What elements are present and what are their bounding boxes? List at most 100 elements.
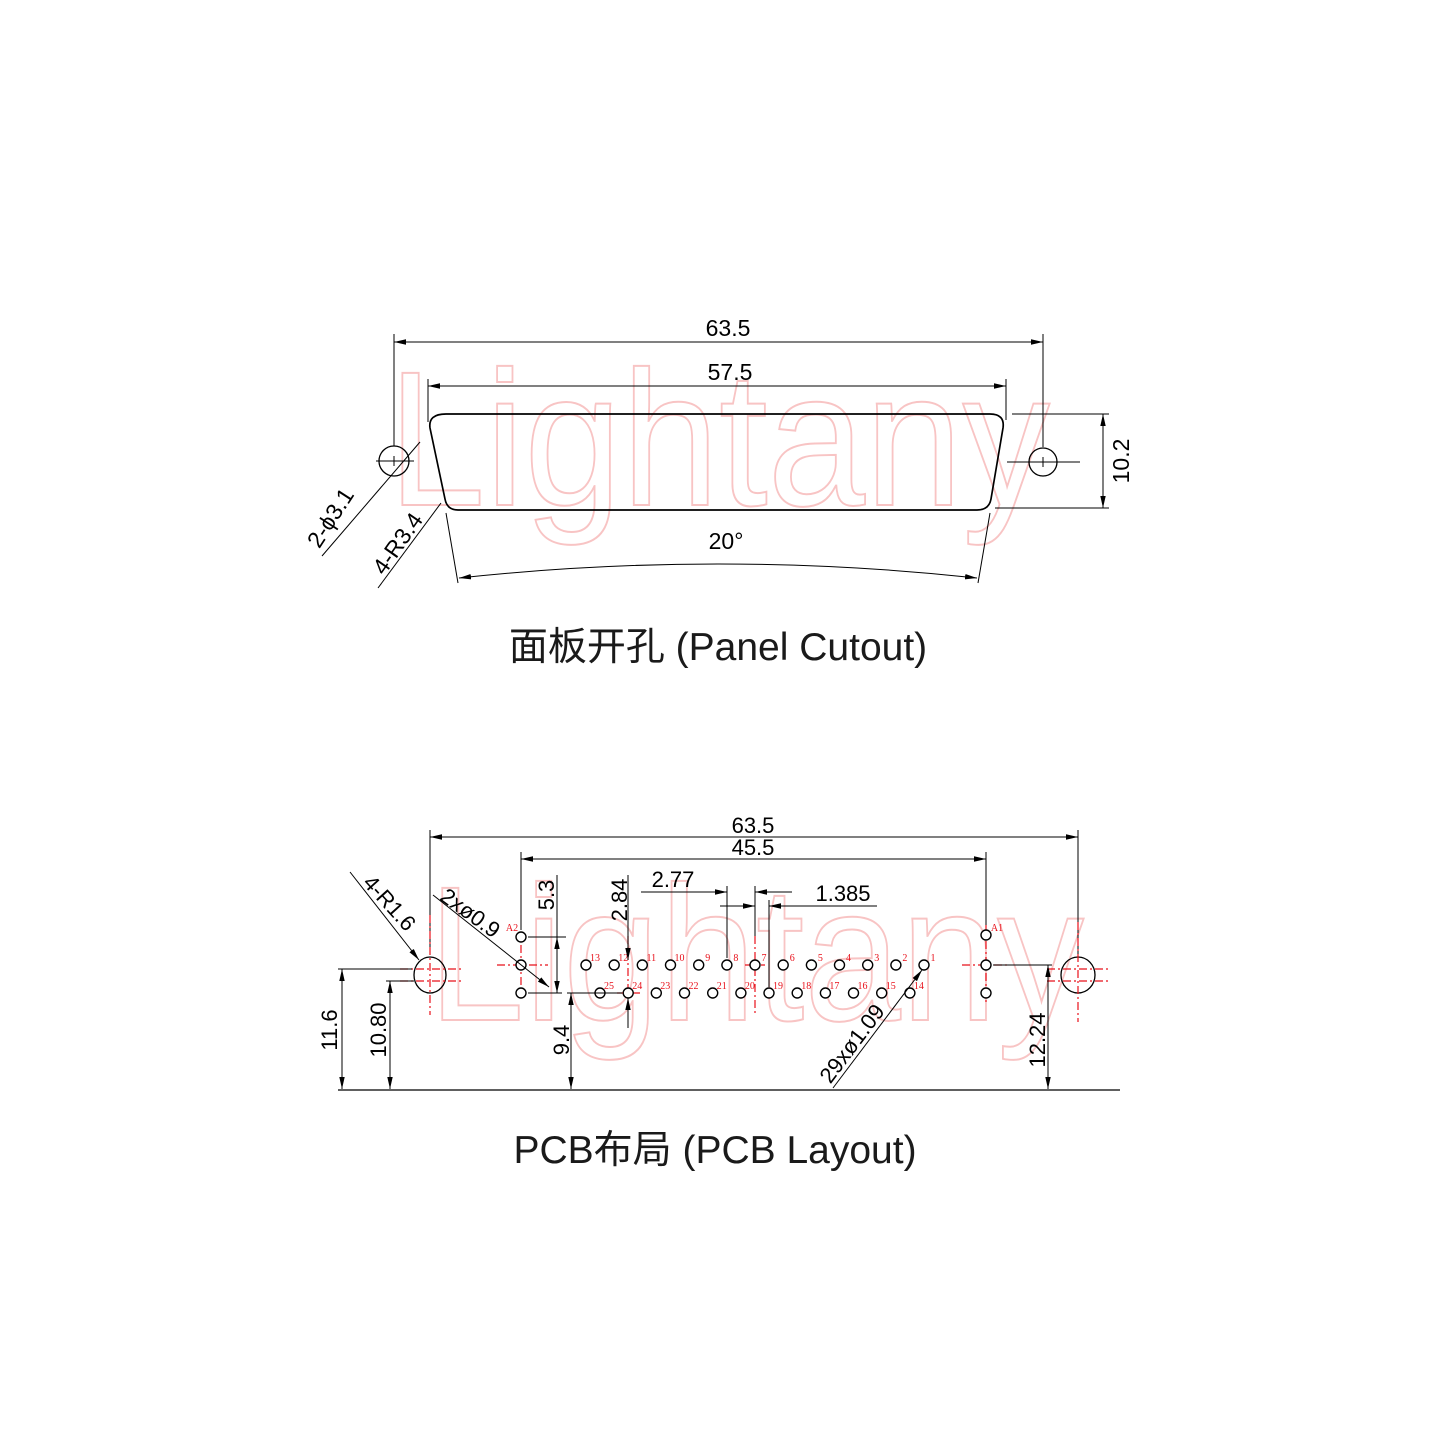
coax-hole-top [980,929,992,941]
mounting-hole-right [1007,447,1080,477]
pin-label: 25 [604,981,614,992]
pcb-caption: PCB布局 (PCB Layout) [513,1129,916,1172]
mounting-hole-left [400,915,461,1015]
pin-hole [763,987,775,999]
pin-hole [791,987,803,999]
panel-dim-cutout-width: 57.5 [427,359,1007,422]
leader-label: 2-ϕ3.1 [302,483,359,552]
pin-label: 15 [886,981,896,992]
pcb-dim-coax-hole-spacing: 5.3 [528,875,566,994]
panel-dim-overall-width: 63.5 [393,315,1044,447]
pin-label: 9 [705,953,710,964]
pin-hole [721,959,733,971]
pin-label: 23 [660,981,670,992]
pin-label: 6 [790,953,795,964]
coax-holes-right: A1 [962,923,1010,1005]
coax-hole-bottom [980,987,992,999]
dimension-label: 12.24 [1025,1012,1050,1067]
pin-label: 1 [931,953,936,964]
pin-label: 19 [773,981,783,992]
hole-outline [413,956,447,994]
extension-line-left [445,512,459,584]
dimension-label: 9.4 [549,1025,574,1056]
dimension-label: 2.84 [607,879,632,922]
panel-dim-side-angle: 20° [445,512,991,584]
dimension-label: 11.6 [317,1009,342,1050]
panel-dim-cutout-height: 10.2 [995,413,1134,509]
pin-hole [707,987,719,999]
pcb-leader-mount-radius: 4-R1.6 [349,870,421,961]
pin-label: 16 [858,981,868,992]
pin-label: 11 [646,953,656,964]
pin-label: 3 [874,953,879,964]
pin-hole [678,987,691,999]
pin-label: 8 [733,953,738,964]
pin-hole [749,959,761,971]
pin-hole [777,959,789,971]
pin-label: 18 [801,981,811,992]
mounting-hole-left [376,445,414,477]
pcb-dim-mount-height-lower: 10.80 [366,980,414,1089]
angle-arc [458,563,978,580]
pin-label: 4 [846,953,851,964]
pin-hole [580,959,592,971]
coax-hole-center [980,959,992,971]
dimension-label: 63.5 [706,315,751,341]
leader-line [377,502,442,589]
pin-label: 22 [689,981,699,992]
pin-label: 7 [762,953,767,964]
pin-hole [918,959,930,971]
coax-hole-top [515,931,527,943]
dimension-label: 1.385 [815,881,870,906]
pcb-dim-coax-height: 12.24 [993,964,1052,1089]
pin-hole [693,959,705,971]
dimension-label: 10.2 [1108,439,1134,484]
mounting-hole-right [1047,922,1110,1022]
dimension-label: 2.77 [652,867,695,892]
pin-hole [890,959,902,971]
dimension-label: 5.3 [534,880,559,911]
coax-hole-bottom [515,987,527,999]
leader-line [321,441,421,557]
pin-hole [664,959,677,971]
dimension-label: 45.5 [732,835,775,860]
leader-line [349,871,420,961]
leader-label: 4-R1.6 [358,870,421,936]
pin-hole [805,959,818,971]
pcb-dim-mount-height-upper: 11.6 [317,968,412,1089]
pin-label: 2 [902,953,907,964]
dimension-label: 20° [709,528,744,554]
pcb-dim-row-offset: 1.385 [720,881,877,987]
pin-hole [608,959,620,971]
pin-label: 21 [717,981,727,992]
panel-cutout-section: 63.5 57.5 10.2 2-ϕ3.1 [302,315,1134,669]
pcb-dim-pin-pitch: 2.77 [641,867,792,958]
pin-hole [636,959,648,971]
pin-label: 14 [914,981,924,992]
leader-line [432,894,550,988]
leader-line [832,969,923,1089]
pin-hole [876,987,888,999]
dimension-label: 10.80 [366,1002,391,1057]
pin-label: 12 [618,953,628,964]
pcb-dim-coax-span: 45.5 [520,835,987,930]
pin-hole [833,959,846,971]
dimension-label: 57.5 [708,359,753,385]
coax-label: A2 [506,923,518,934]
pin-label: 13 [590,953,600,964]
pin-hole [819,987,832,999]
pin-label: 20 [745,981,755,992]
watermark-bottom: Lightany [428,846,1084,1061]
pin-hole [650,987,662,999]
pin-label: 24 [632,981,642,992]
pin-hole [862,959,874,971]
dimension-label: 63.5 [732,813,775,838]
pin-hole [847,987,860,999]
d-sub-cutout-outline [428,413,1005,511]
pin-hole [735,987,747,999]
coax-label: A1 [991,923,1003,934]
watermark-group: Lightany Lightany [387,330,1085,1062]
